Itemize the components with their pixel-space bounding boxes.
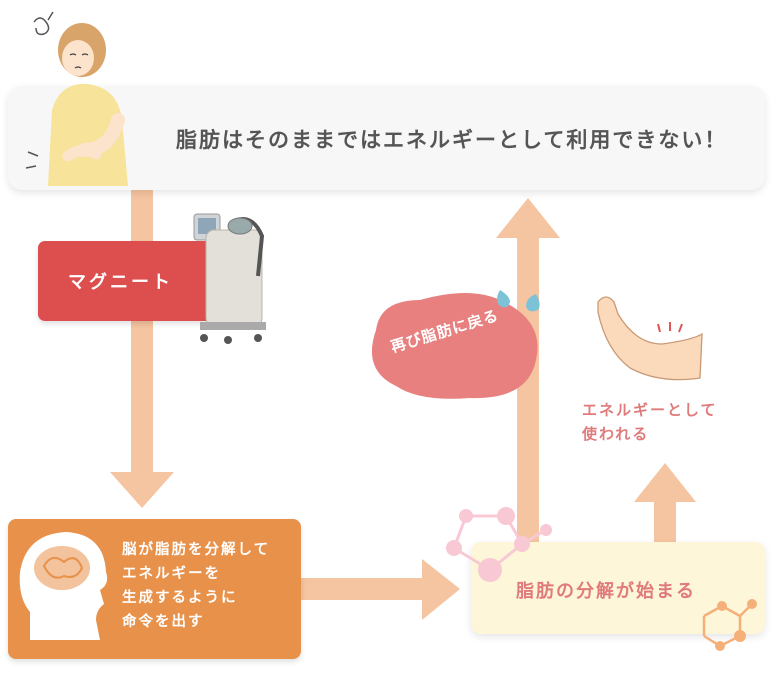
brain-text: 脳が脂肪を分解して エネルギーを 生成するように 命令を出す [122, 538, 270, 634]
fat-breakdown-box [471, 542, 765, 634]
energy-line-1: エネルギーとして [582, 401, 718, 419]
energy-text: エネルギーとして 使われる [582, 398, 718, 446]
brain-line-3: 生成するように [122, 590, 238, 606]
brain-line-4: 命令を出す [122, 614, 205, 630]
top-statement-text: 脂肪はそのままではエネルギーとして利用できない！ [176, 128, 728, 152]
energy-line-2: 使われる [582, 425, 650, 443]
brain-line-1: 脳が脂肪を分解して [122, 542, 271, 558]
magnet-box [38, 241, 216, 321]
arrow-up-right [634, 463, 696, 544]
fat-breakdown-label: 脂肪の分解が始まる [516, 581, 696, 602]
magnet-label: マグニート [68, 272, 173, 293]
brain-line-2: エネルギーを [122, 566, 221, 582]
arrow-right-bottom [301, 559, 460, 620]
top-statement-box [8, 86, 765, 190]
